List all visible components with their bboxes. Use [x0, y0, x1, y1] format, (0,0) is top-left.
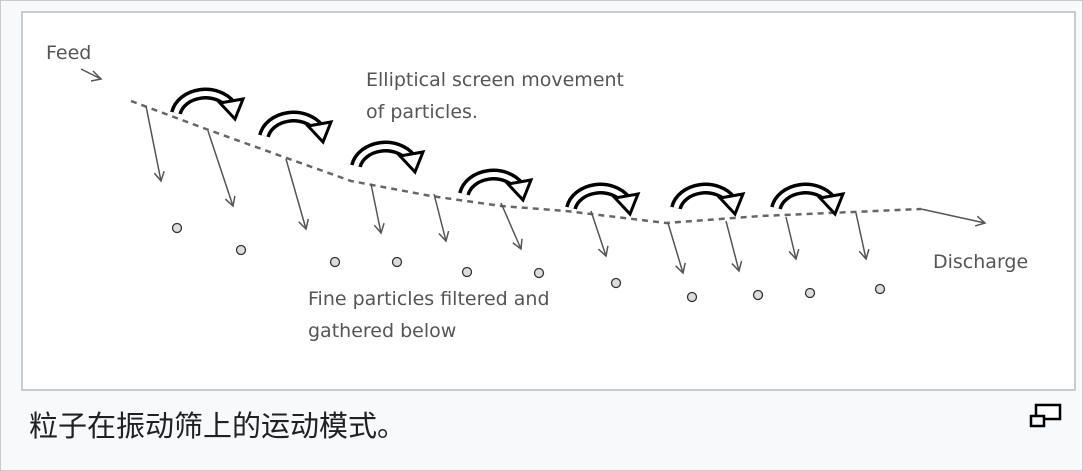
image-caption: 粒子在振动筛上的运动模式。: [29, 409, 407, 443]
fall-arrow: [145, 105, 165, 183]
fall-arrow: [370, 183, 385, 235]
discharge-label: Discharge: [933, 251, 1028, 273]
fine-particle: [686, 291, 698, 303]
fine-particle: [461, 266, 473, 278]
elliptical-motion-arrowhead: [612, 192, 641, 217]
fall-arrow: [725, 220, 743, 273]
elliptical-motion-arrow-inner: [261, 114, 321, 137]
vibrating-screen-diagram: Feed Elliptical screen movement of parti…: [46, 42, 1028, 342]
fall-arrow: [785, 216, 800, 261]
feed-label: Feed: [46, 42, 91, 64]
fines-label-line2: gathered below: [308, 320, 456, 342]
fall-arrow: [590, 210, 609, 258]
motion-label-line2: of particles.: [366, 101, 478, 123]
fall-arrow: [433, 193, 450, 243]
fall-arrow: [855, 212, 870, 261]
fine-particle: [391, 256, 403, 268]
elliptical-motion-arrowhead: [397, 150, 426, 175]
fall-arrow: [667, 222, 686, 275]
screen-path-line: [130, 99, 922, 225]
elliptical-motion-arrowhead: [305, 120, 334, 145]
elliptical-motion-arrow-inner: [773, 186, 833, 209]
feed-arrow: [80, 68, 103, 82]
fall-arrow: [207, 130, 236, 208]
diagram-image[interactable]: Feed Elliptical screen movement of parti…: [21, 11, 1076, 391]
fine-particle: [171, 222, 183, 234]
fines-label-line1: Fine particles filtered and: [308, 288, 550, 310]
elliptical-motion-arrow-inner: [353, 144, 413, 167]
elliptical-motion-arrowhead: [217, 97, 246, 122]
fall-arrow: [500, 202, 523, 251]
fine-particle: [752, 289, 764, 301]
elliptical-motion-arrow-inner: [173, 91, 233, 114]
elliptical-motion-arrowhead: [505, 178, 534, 203]
elliptical-motion-arrowhead: [817, 192, 846, 217]
elliptical-motion-arrow-inner: [568, 186, 628, 209]
discharge-arrow: [920, 208, 987, 227]
fall-arrow: [285, 158, 310, 231]
elliptical-motion-arrowhead: [717, 192, 746, 217]
fine-particle: [235, 244, 247, 256]
fine-particle: [804, 287, 816, 299]
fine-particle: [329, 256, 341, 268]
elliptical-motion-arrow-inner: [673, 186, 733, 209]
enlarge-icon[interactable]: [1029, 403, 1063, 429]
fine-particle: [533, 267, 545, 279]
elliptical-motion-arrow-inner: [461, 172, 521, 195]
motion-label-line1: Elliptical screen movement: [366, 69, 624, 91]
fine-particle: [874, 283, 886, 295]
fine-particle: [610, 277, 622, 289]
